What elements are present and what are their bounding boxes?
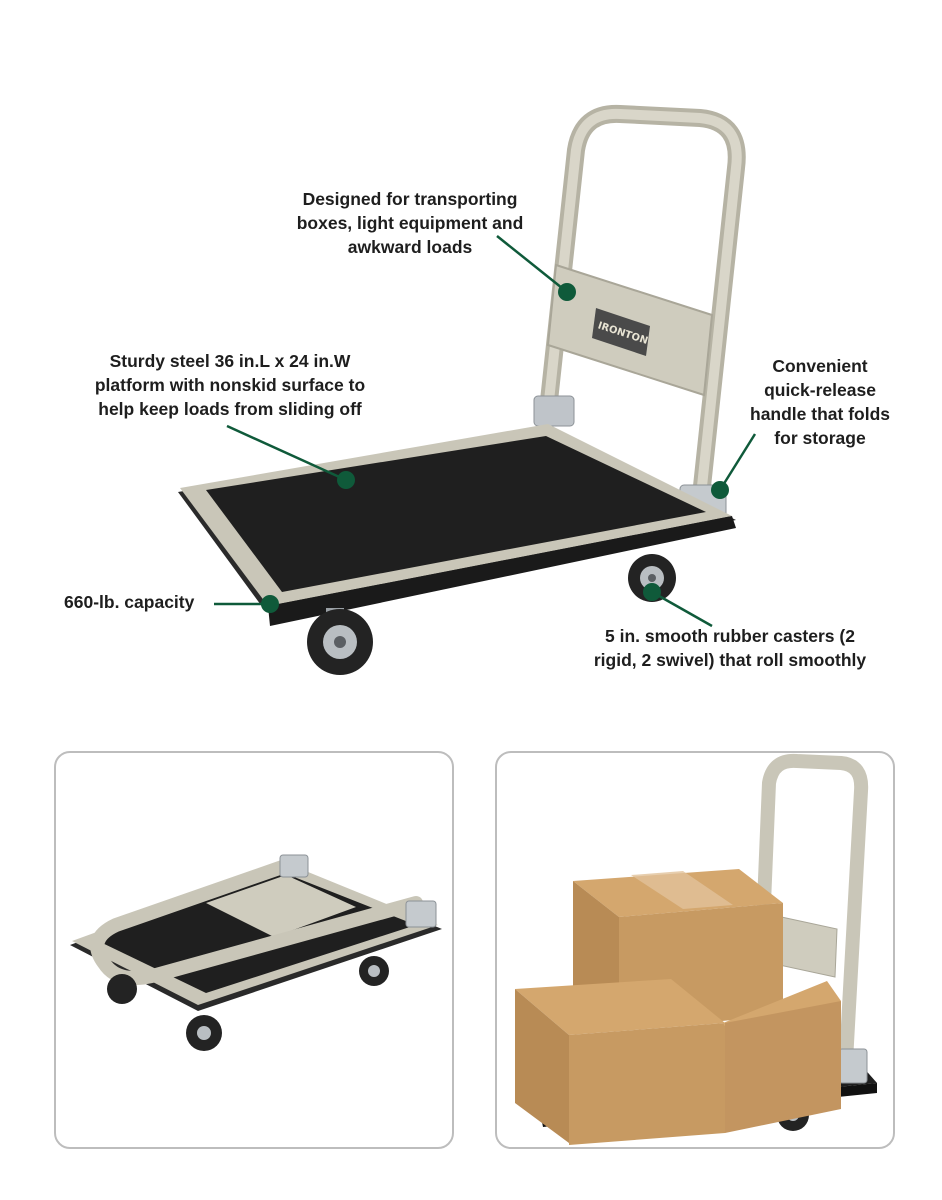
callout-dot-icon	[711, 481, 729, 499]
callout-line: Designed for transporting	[302, 189, 518, 209]
callout-line: help keep loads from sliding off	[98, 399, 362, 419]
caster-front-left	[307, 608, 373, 675]
callout-capacity: 660-lb. capacity	[64, 590, 214, 614]
callout-handle: Convenient quick-release handle that fol…	[735, 354, 905, 450]
callout-dot-icon	[558, 283, 576, 301]
callout-line: 660-lb. capacity	[64, 592, 195, 612]
cardboard-box-bottom-right	[723, 981, 841, 1133]
callout-line: 5 in. smooth rubber casters (2	[605, 626, 855, 646]
callout-dot-icon	[261, 595, 279, 613]
callout-line: boxes, light equipment and	[296, 213, 524, 233]
loaded-view-panel	[495, 751, 895, 1149]
loaded-truck-illustration	[515, 753, 877, 1145]
folded-truck-illustration	[70, 854, 442, 1051]
callout-designed: Designed for transporting boxes, light e…	[270, 187, 550, 259]
cardboard-box-bottom-left	[515, 979, 725, 1145]
callout-line: quick-release	[764, 380, 876, 400]
callout-line: Sturdy steel 36 in.L x 24 in.W	[109, 351, 351, 371]
hand-truck-illustration: IRONTON	[178, 104, 757, 675]
callout-line: for storage	[774, 428, 866, 448]
callout-casters: 5 in. smooth rubber casters (2 rigid, 2 …	[570, 624, 890, 672]
callout-dot-icon	[643, 583, 661, 601]
folded-view-panel	[54, 751, 454, 1149]
caster-front-right	[628, 554, 676, 602]
callout-dot-icon	[337, 471, 355, 489]
callout-line: handle that folds	[750, 404, 890, 424]
callout-line: rigid, 2 swivel) that roll smoothly	[593, 650, 867, 670]
callout-line: Convenient	[772, 356, 868, 376]
leader-lines	[214, 235, 757, 628]
platform	[178, 424, 736, 626]
callout-line: awkward loads	[347, 237, 473, 257]
callout-platform: Sturdy steel 36 in.L x 24 in.W platform …	[70, 349, 390, 421]
callout-line: platform with nonskid surface to	[94, 375, 366, 395]
